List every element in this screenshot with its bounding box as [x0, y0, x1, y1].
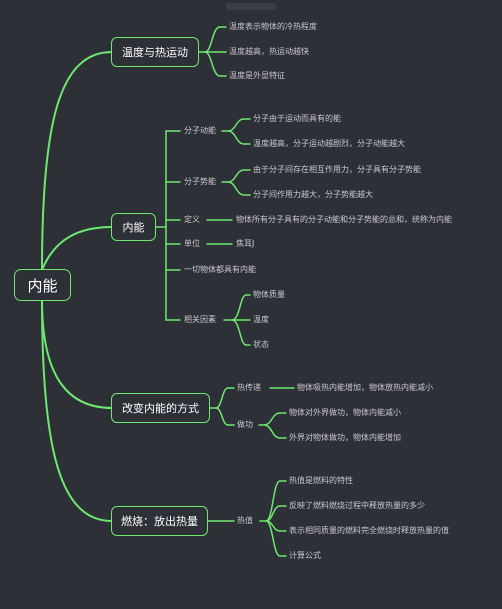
- leaf-potential-2: 分子间作用力越大，分子势能越大: [253, 190, 373, 199]
- node-potential-energy[interactable]: 分子势能: [184, 177, 216, 186]
- node-definition[interactable]: 定义: [184, 215, 200, 224]
- branch-temperature-motion-label: 温度与热运动: [122, 46, 188, 59]
- node-work[interactable]: 做功: [237, 420, 253, 429]
- branch-change-methods[interactable]: 改变内能的方式: [111, 393, 210, 423]
- branch-internal-energy[interactable]: 内能: [111, 213, 156, 241]
- node-all-objects[interactable]: 一切物体都具有内能: [184, 265, 256, 274]
- leaf-potential-1: 由于分子间存在相互作用力，分子具有分子势能: [253, 165, 421, 174]
- leaf-definition: 物体所有分子具有的分子动能和分子势能的总和，统称为内能: [236, 215, 452, 224]
- leaf-heat-value-2: 反映了燃料燃烧过程中释放热量的多少: [289, 501, 425, 510]
- leaf-work-1: 物体对外界做功，物体内能减小: [289, 408, 401, 417]
- node-heat-value[interactable]: 热值: [237, 516, 253, 525]
- connector-root-branch2: [41, 226, 113, 271]
- leaf-unit: 焦耳J: [236, 239, 255, 248]
- leaf-factor-temperature: 温度: [253, 315, 269, 324]
- connector-root-branch1: [41, 51, 113, 271]
- branch-combustion[interactable]: 燃烧：放出热量: [111, 506, 208, 536]
- leaf-factor-state: 状态: [253, 340, 269, 349]
- node-heat-transfer[interactable]: 热传递: [237, 383, 261, 392]
- leaf-heat-transfer: 物体吸热内能增加，物体放热内能减小: [297, 383, 433, 392]
- node-kinetic-energy[interactable]: 分子动能: [184, 126, 216, 135]
- leaf-heat-value-1: 热值是燃料的特性: [289, 476, 353, 485]
- leaf-temp-coldness: 温度表示物体的冷热程度: [229, 22, 317, 31]
- node-related-factors[interactable]: 相关因素: [184, 315, 216, 324]
- branch-combustion-label: 燃烧：放出热量: [121, 515, 198, 528]
- leaf-factor-mass: 物体质量: [253, 290, 285, 299]
- watermark: [226, 3, 276, 10]
- leaf-temp-faster: 温度越高，热运动越快: [229, 47, 309, 56]
- leaf-temp-external: 温度是外显特征: [229, 71, 285, 80]
- root-label: 内能: [27, 276, 58, 295]
- root-node[interactable]: 内能: [14, 269, 71, 301]
- connector-root-branch4: [41, 299, 113, 522]
- leaf-work-2: 外界对物体做功，物体内能增加: [289, 433, 401, 442]
- leaf-kinetic-1: 分子由于运动而具有的能: [253, 114, 341, 123]
- branch-change-methods-label: 改变内能的方式: [122, 402, 199, 415]
- leaf-heat-value-3: 表示相同质量的燃料完全燃烧时释放热量的值: [289, 526, 449, 535]
- branch-internal-energy-label: 内能: [122, 221, 145, 234]
- connector-root-branch3: [41, 299, 113, 409]
- node-unit[interactable]: 单位: [184, 239, 200, 248]
- leaf-heat-value-4: 计算公式: [289, 551, 321, 560]
- leaf-kinetic-2: 温度越高，分子运动越剧烈，分子动能越大: [253, 139, 405, 148]
- branch-temperature-motion[interactable]: 温度与热运动: [111, 37, 199, 67]
